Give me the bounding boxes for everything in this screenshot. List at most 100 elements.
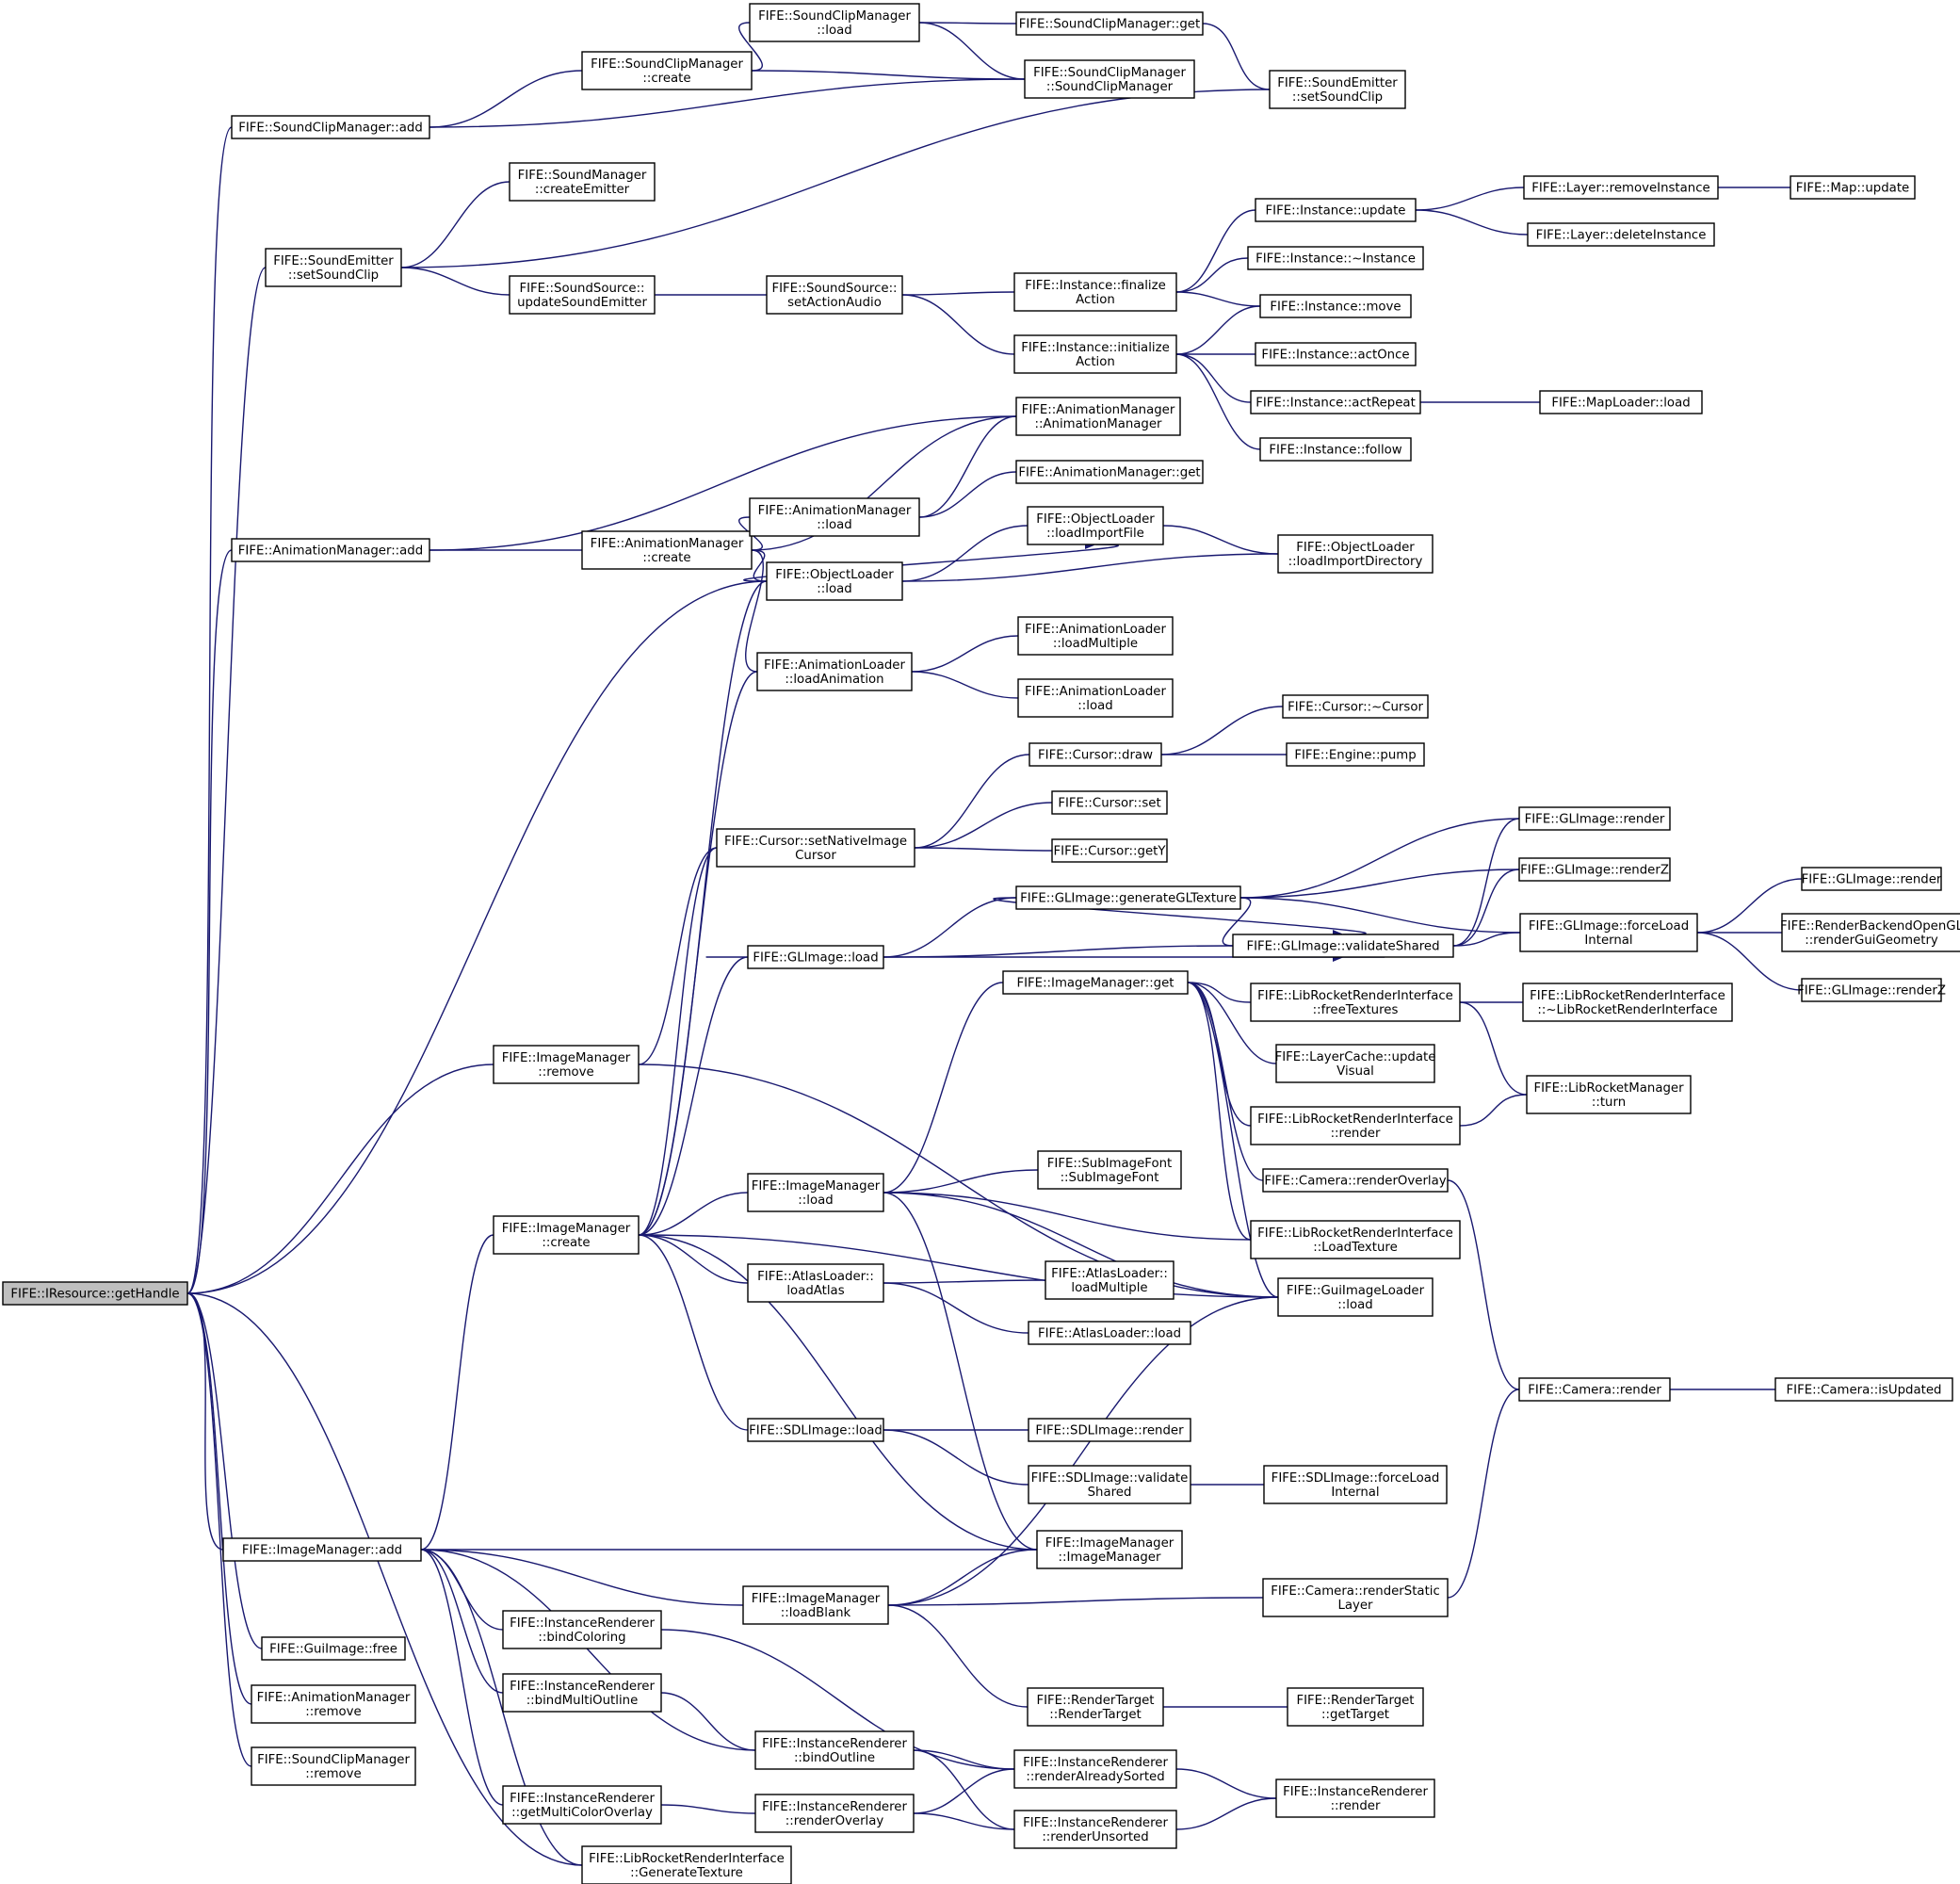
node-al_loadAnimation[interactable]: FIFE::AnimationLoader::loadAnimation (756, 652, 913, 691)
node-lrri_freeTextures[interactable]: FIFE::LibRocketRenderInterface::freeText… (1250, 983, 1461, 1022)
node-engine_pump[interactable]: FIFE::Engine::pump (1286, 742, 1425, 767)
node-root[interactable]: FIFE::IResource::getHandle (2, 1281, 188, 1306)
node-am_add[interactable]: FIFE::AnimationManager::add (231, 538, 430, 562)
node-al_loadMultiple[interactable]: FIFE::AnimationLoader::loadMultiple (1017, 616, 1174, 656)
node-inst_update[interactable]: FIFE::Instance::update (1255, 198, 1417, 222)
node-layer_delete[interactable]: FIFE::Layer::deleteInstance (1527, 222, 1715, 247)
node-sdl_render[interactable]: FIFE::SDLImage::render (1028, 1418, 1191, 1442)
node-scm_load[interactable]: FIFE::SoundClipManager::load (749, 3, 920, 42)
node-inst_actonce[interactable]: FIFE::Instance::actOnce (1255, 342, 1417, 366)
node-ir_bindOutline[interactable]: FIFE::InstanceRenderer::bindOutline (754, 1730, 915, 1770)
edge-ir_renderSorted-to-ir_renderOverlay (902, 1768, 1015, 1819)
node-map_update[interactable]: FIFE::Map::update (1790, 175, 1916, 200)
node-sdl_load[interactable]: FIFE::SDLImage::load (747, 1418, 884, 1442)
node-atlas_load[interactable]: FIFE::AtlasLoader::load (1028, 1321, 1191, 1345)
node-im_create[interactable]: FIFE::ImageManager::create (493, 1215, 640, 1255)
edge-guiimageloader_load-to-im_remove (627, 1059, 1279, 1298)
node-rbogl_renderGui[interactable]: FIFE::RenderBackendOpenGL::renderGuiGeom… (1780, 913, 1960, 952)
node-ir_getMulti[interactable]: FIFE::InstanceRenderer::getMultiColorOve… (502, 1785, 662, 1825)
node-maploader_load[interactable]: FIFE::MapLoader::load (1539, 390, 1703, 414)
node-cursor_draw[interactable]: FIFE::Cursor::draw (1029, 742, 1162, 767)
node-am_load[interactable]: FIFE::AnimationManager::load (749, 497, 920, 537)
node-box (747, 1263, 884, 1303)
node-guiimageloader_load[interactable]: FIFE::GuiImageLoader::load (1277, 1277, 1434, 1317)
edge-inst_move-to-inst_finalize (1165, 286, 1261, 307)
node-gl_renderZ2[interactable]: FIFE::GLImage::renderZ (1797, 978, 1946, 1002)
node-scm_remove[interactable]: FIFE::SoundClipManager::remove (251, 1746, 416, 1786)
node-im_loadBlank[interactable]: FIFE::ImageManager::loadBlank (742, 1585, 889, 1625)
node-label: ::load (1077, 699, 1112, 713)
node-ir_bindMulti[interactable]: FIFE::InstanceRenderer::bindMultiOutline (502, 1673, 662, 1713)
node-im_ctor[interactable]: FIFE::ImageManager::ImageManager (1036, 1530, 1183, 1569)
node-al_load[interactable]: FIFE::AnimationLoader::load (1017, 678, 1174, 718)
node-lrri_dtor[interactable]: FIFE::LibRocketRenderInterface::~LibRock… (1522, 983, 1733, 1022)
node-am_ctor[interactable]: FIFE::AnimationManager::AnimationManager (1015, 397, 1181, 436)
node-cursor_getY[interactable]: FIFE::Cursor::getY (1051, 838, 1168, 863)
node-ir_bindColoring[interactable]: FIFE::InstanceRenderer::bindColoring (502, 1610, 662, 1649)
node-lrri_loadTexture[interactable]: FIFE::LibRocketRenderInterface::LoadText… (1250, 1220, 1461, 1259)
node-label: FIFE::AnimationManager::get (1018, 466, 1200, 480)
node-am_remove[interactable]: FIFE::AnimationManager::remove (251, 1684, 416, 1724)
node-gl_genTex[interactable]: FIFE::GLImage::generateGLTexture (1015, 885, 1241, 910)
edge-gl_forceLoad-to-gl_validate (1442, 932, 1521, 951)
node-atlas_loadAtlas[interactable]: FIFE::AtlasLoader::loadAtlas (747, 1263, 884, 1303)
node-ol_load[interactable]: FIFE::ObjectLoader::load (766, 561, 903, 601)
node-atlas_loadMultiple[interactable]: FIFE::AtlasLoader::loadMultiple (1045, 1260, 1174, 1300)
node-cam_render[interactable]: FIFE::Camera::render (1518, 1377, 1671, 1402)
node-cursor_dtor[interactable]: FIFE::Cursor::~Cursor (1282, 694, 1429, 719)
node-inst_dtor[interactable]: FIFE::Instance::~Instance (1247, 246, 1424, 270)
node-rt_ctor[interactable]: FIFE::RenderTarget::RenderTarget (1027, 1687, 1164, 1727)
node-ir_renderUnsorted[interactable]: FIFE::InstanceRenderer::renderUnsorted (1013, 1810, 1177, 1849)
node-ss_update[interactable]: FIFE::SoundSource::updateSoundEmitter (509, 275, 656, 315)
node-ol_loadImportFile[interactable]: FIFE::ObjectLoader::loadImportFile (1027, 506, 1164, 545)
node-am_create[interactable]: FIFE::AnimationManager::create (581, 530, 753, 570)
node-inst_actrepeat[interactable]: FIFE::Instance::actRepeat (1250, 390, 1421, 414)
node-label: FIFE::Camera::render (1528, 1384, 1661, 1398)
node-scm_get[interactable]: FIFE::SoundClipManager::get (1015, 11, 1204, 36)
node-box (261, 1636, 406, 1661)
edge-al_loadAnimation-to-im_create (627, 671, 758, 1241)
node-ir_render[interactable]: FIFE::InstanceRenderer::render (1275, 1778, 1435, 1818)
node-sdl_validate[interactable]: FIFE::SDLImage::validateShared (1028, 1465, 1191, 1504)
node-inst_move[interactable]: FIFE::Instance::move (1259, 294, 1412, 318)
node-gl_renderZ[interactable]: FIFE::GLImage::renderZ (1518, 857, 1671, 882)
node-subimagefont[interactable]: FIFE::SubImageFont::SubImageFont (1037, 1150, 1182, 1190)
node-guiimage_free[interactable]: FIFE::GuiImage::free (261, 1636, 406, 1661)
node-scm_ctor[interactable]: FIFE::SoundClipManager::SoundClipManager (1024, 59, 1195, 99)
node-ol_loadImportDir[interactable]: FIFE::ObjectLoader::loadImportDirectory (1277, 534, 1434, 574)
node-im_add[interactable]: FIFE::ImageManager::add (222, 1537, 422, 1562)
node-lrri_render[interactable]: FIFE::LibRocketRenderInterface::render (1250, 1106, 1461, 1145)
node-im_remove[interactable]: FIFE::ImageManager::remove (493, 1045, 640, 1084)
node-ss_setaction[interactable]: FIFE::SoundSource::setActionAudio (766, 275, 903, 315)
node-lrm_turn[interactable]: FIFE::LibRocketManager::turn (1526, 1075, 1692, 1114)
node-gl_render[interactable]: FIFE::GLImage::render (1518, 806, 1671, 831)
node-cam_isUpdated[interactable]: FIFE::Camera::isUpdated (1774, 1377, 1953, 1402)
node-sm_createEmitter[interactable]: FIFE::SoundManager::createEmitter (509, 162, 656, 202)
node-gl_render2[interactable]: FIFE::GLImage::render (1801, 867, 1942, 891)
node-layer_remove[interactable]: FIFE::Layer::removeInstance (1523, 175, 1719, 200)
node-cam_renderOverlay[interactable]: FIFE::Camera::renderOverlay (1262, 1168, 1449, 1193)
node-scm_create[interactable]: FIFE::SoundClipManager::create (581, 51, 753, 90)
node-im_get[interactable]: FIFE::ImageManager::get (1002, 970, 1189, 995)
node-inst_follow[interactable]: FIFE::Instance::follow (1259, 437, 1412, 462)
node-im_load[interactable]: FIFE::ImageManager::load (747, 1173, 884, 1212)
node-ir_renderSorted[interactable]: FIFE::InstanceRenderer::renderAlreadySor… (1013, 1749, 1177, 1789)
node-lrri_genTex[interactable]: FIFE::LibRocketRenderInterface::Generate… (581, 1845, 792, 1884)
node-ir_renderOverlay[interactable]: FIFE::InstanceRenderer::renderOverlay (754, 1794, 915, 1833)
node-cursor_set[interactable]: FIFE::Cursor::set (1051, 790, 1168, 815)
node-gl_validate[interactable]: FIFE::GLImage::validateShared (1232, 934, 1454, 958)
node-box (1518, 857, 1671, 882)
node-se_setclip[interactable]: FIFE::SoundEmitter::setSoundClip (265, 248, 402, 287)
node-am_get[interactable]: FIFE::AnimationManager::get (1015, 460, 1204, 484)
node-se_setclip_r[interactable]: FIFE::SoundEmitter::setSoundClip (1269, 70, 1406, 109)
node-gl_load[interactable]: FIFE::GLImage::load (747, 945, 884, 969)
node-scm_add[interactable]: FIFE::SoundClipManager::add (231, 115, 430, 139)
node-rt_getTarget[interactable]: FIFE::RenderTarget::getTarget (1287, 1687, 1424, 1727)
